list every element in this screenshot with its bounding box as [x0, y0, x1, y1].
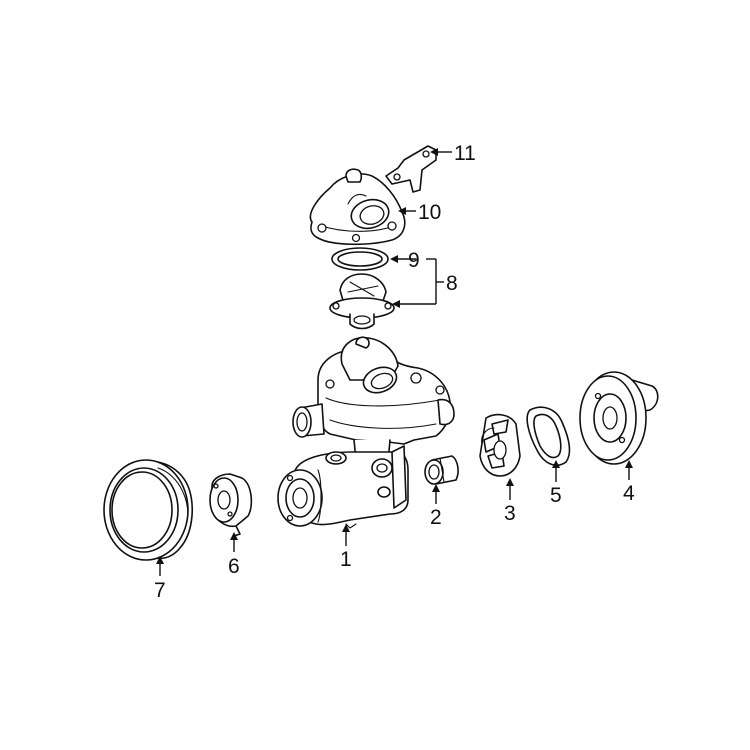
callout-10: 10: [418, 201, 441, 224]
callout-2: 2: [430, 506, 442, 529]
leader-lines: [156, 148, 633, 576]
callout-1: 1: [340, 548, 352, 571]
part-9-o-ring[interactable]: [331, 247, 389, 271]
callout-8: 8: [446, 272, 458, 295]
part-6-hub[interactable]: [209, 473, 253, 537]
part-4-pulley-flange[interactable]: [579, 371, 659, 465]
part-7-pulley[interactable]: [103, 459, 194, 561]
callout-5: 5: [550, 484, 562, 507]
callout-labels: 11 10 9 8 1 2 3 5 4 6 7: [154, 142, 635, 602]
part-11-bracket[interactable]: [385, 145, 437, 193]
part-2-bushing[interactable]: [424, 455, 459, 485]
part-8-thermostat[interactable]: [329, 273, 395, 330]
callout-7: 7: [154, 579, 166, 602]
callout-3: 3: [504, 502, 516, 525]
part-3-impeller[interactable]: [479, 413, 521, 477]
part-5-gasket[interactable]: [526, 406, 571, 466]
callout-6: 6: [228, 555, 240, 578]
callout-11: 11: [454, 142, 476, 165]
part-10-thermostat-cover[interactable]: [309, 168, 406, 246]
callout-9: 9: [408, 249, 420, 272]
callout-4: 4: [623, 482, 635, 505]
part-1-housing[interactable]: [277, 336, 455, 529]
